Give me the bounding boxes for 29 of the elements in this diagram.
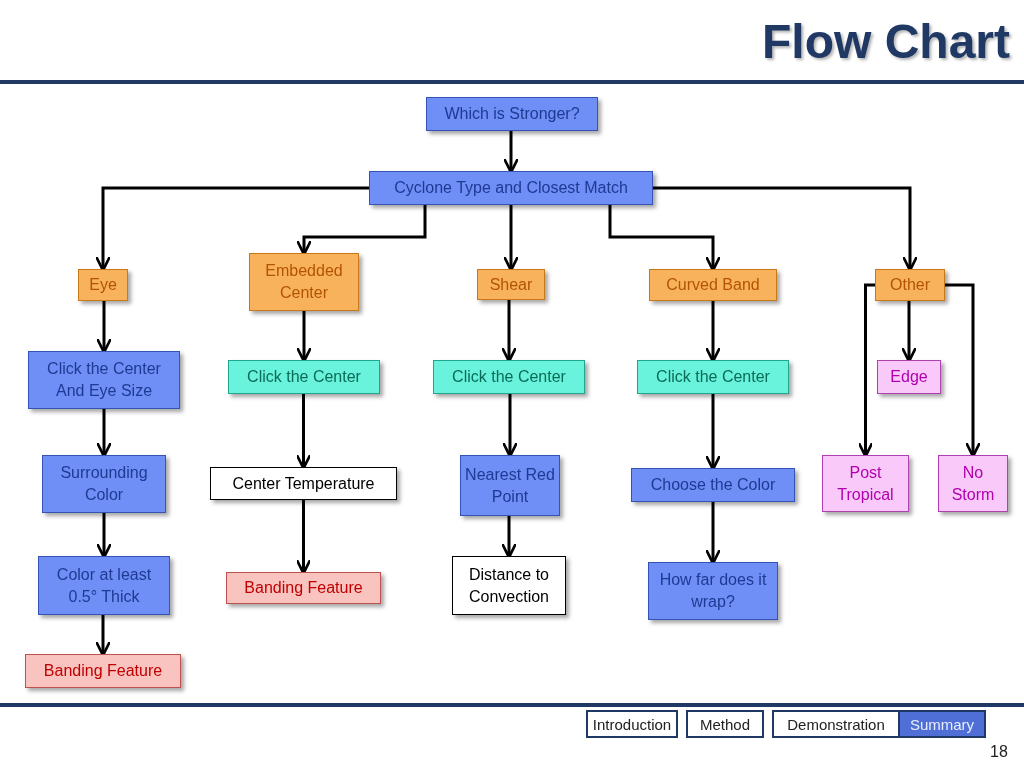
process-box: Banding Feature — [25, 654, 181, 688]
nav-tab: Introduction — [586, 710, 678, 738]
slide-title: Flow Chart — [762, 14, 1010, 69]
process-box: Click the Center — [433, 360, 585, 394]
process-box: Click the Center — [228, 360, 380, 394]
process-box: Which is Stronger? — [426, 97, 598, 131]
process-box: Cyclone Type and Closest Match — [369, 171, 653, 205]
process-box: Click the Center And Eye Size — [28, 351, 180, 409]
process-box: How far does it wrap? — [648, 562, 778, 620]
process-box: Banding Feature — [226, 572, 381, 604]
process-box: Distance to Convection — [452, 556, 566, 615]
nav-tab: Demonstration — [772, 710, 900, 738]
process-box: Center Temperature — [210, 467, 397, 500]
process-box: Curved Band — [649, 269, 777, 301]
process-box: Embedded Center — [249, 253, 359, 311]
process-box: Click the Center — [637, 360, 789, 394]
nav-tab: Summary — [898, 710, 986, 738]
process-box: No Storm — [938, 455, 1008, 512]
process-box: Edge — [877, 360, 941, 394]
process-box: Choose the Color — [631, 468, 795, 502]
process-box: Color at least 0.5° Thick — [38, 556, 170, 615]
process-box: Other — [875, 269, 945, 301]
process-box: Nearest Red Point — [460, 455, 560, 516]
nav-tab: Method — [686, 710, 764, 738]
process-box: Post Tropical — [822, 455, 909, 512]
process-box: Eye — [78, 269, 128, 301]
process-box: Surrounding Color — [42, 455, 166, 513]
page-number: 18 — [990, 743, 1008, 761]
process-box: Shear — [477, 269, 545, 300]
